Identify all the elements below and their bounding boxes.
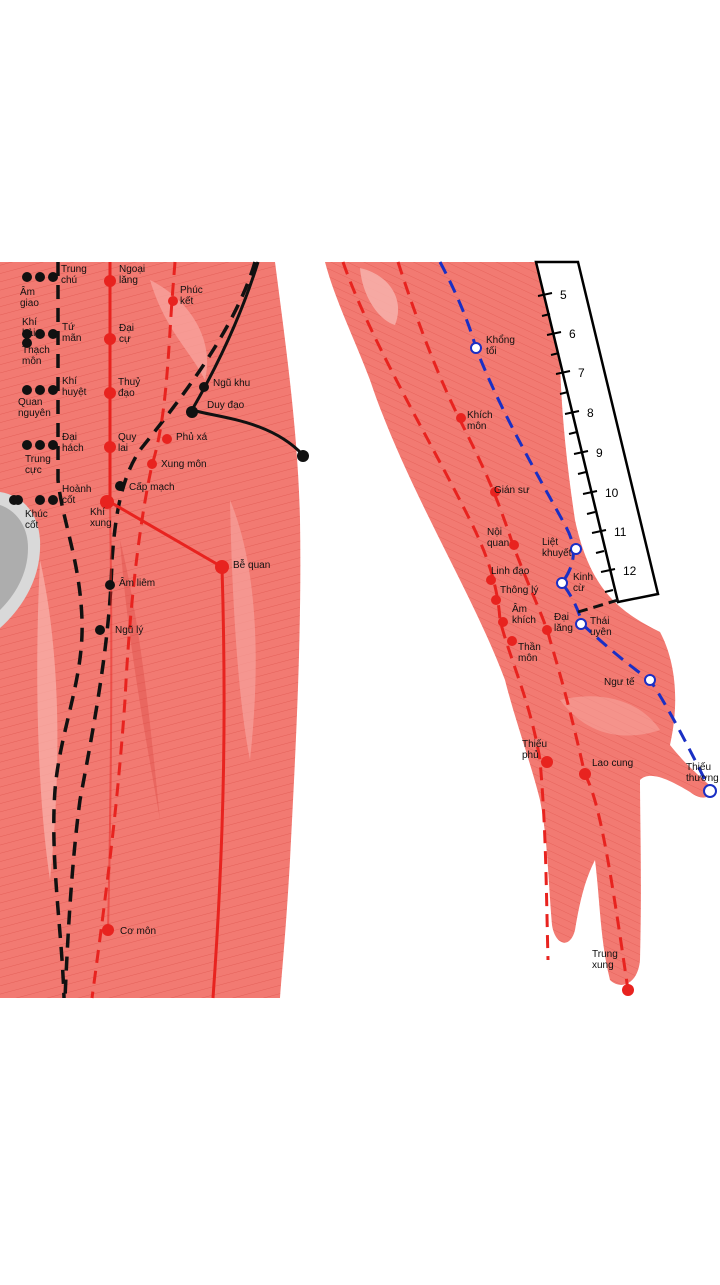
acupoint-label: Âm liêm (119, 576, 155, 589)
acupoint-xung-mon (147, 459, 157, 469)
acupoint-label: Thông lý (500, 585, 538, 596)
ruler-minor-tick (578, 472, 586, 474)
acupoint-quan-nguyen (35, 385, 45, 395)
acupoint-thieu-thuong (704, 785, 716, 797)
ruler-tick-label: 6 (569, 327, 576, 341)
acupoint-dot (22, 440, 32, 450)
ruler-tick-label: 11 (614, 525, 627, 539)
acupoint-trung-cuc (35, 440, 45, 450)
acupoint-noi-quan (509, 540, 519, 550)
ruler-minor-tick (587, 512, 595, 514)
acupoint-dot (22, 272, 32, 282)
acupoint-label: Thầnmôn (518, 641, 541, 664)
ruler-tick-label: 5 (560, 288, 567, 302)
acupoint-kinh-cu (557, 578, 567, 588)
acupoint-label: Phủ xá (176, 431, 208, 443)
acupoint-thuy-dao (104, 387, 116, 399)
acupoint-am-giao (35, 272, 45, 282)
acupoint-be-quan (215, 560, 229, 574)
acupoint-khi-huyet (48, 385, 58, 395)
acupoint-cap-mach (115, 481, 125, 491)
acupoint-tu-man (48, 329, 58, 339)
ruler-minor-tick (596, 551, 604, 553)
acupoint-label: Thiếuthương (686, 761, 719, 784)
acupoint-label: Ngũ lý (115, 625, 143, 636)
acupoint-hoanh-cot (48, 495, 58, 505)
acupoint-dot (22, 385, 32, 395)
acupoint-liet-khuyet (571, 544, 581, 554)
acupoint-label: Cơ môn (120, 926, 156, 937)
acupoint-label: Lao cung (592, 758, 633, 769)
acupoint-dot (297, 450, 309, 462)
acupoint-trung-xung (622, 984, 634, 996)
acupoint-dot (13, 495, 23, 505)
acupoint-phuc-ket (168, 296, 178, 306)
acupoint-dai-cu (104, 333, 116, 345)
acupoint-ngoai-lang (104, 275, 116, 287)
acupoint-khuc-cot (35, 495, 45, 505)
acupoint-label: Ngư tế (604, 676, 635, 688)
ruler-tick-label: 9 (596, 446, 603, 460)
acupoint-ngu-khu (199, 382, 209, 392)
ruler-tick-label: 8 (587, 406, 594, 420)
acupoint-ngu-ly (95, 625, 105, 635)
acupoint-label: Gián sư (494, 485, 530, 496)
acupoint-label: Cấp mạch (129, 481, 175, 493)
acupoint-khi-hai (35, 329, 45, 339)
acupoint-am-liem (105, 580, 115, 590)
acupoint-duy-dao (186, 406, 198, 418)
acupoint-label: Khíhải (22, 317, 37, 339)
leg-illustration (0, 262, 300, 998)
acupoint-dai-hach (48, 440, 58, 450)
acupoint-phu-xa (162, 434, 172, 444)
acupoint-thai-uyen (576, 619, 586, 629)
ruler-tick-label: 7 (578, 366, 585, 380)
acupoint-co-mon (102, 924, 114, 936)
acupoint-than-mon (507, 636, 517, 646)
ruler-minor-tick (569, 432, 577, 434)
acupoint-khong-toi (471, 343, 481, 353)
acupoint-label: Ngũ khu (213, 378, 250, 389)
acupoint-thieu-phu (541, 756, 553, 768)
acupoint-thong-ly (491, 595, 501, 605)
acupoint-label: Duy đạo (207, 400, 245, 411)
acupoint-khich-mon (456, 413, 466, 423)
acupoint-label: Tháiuyên (590, 616, 612, 638)
ruler-tick-label: 12 (623, 564, 637, 578)
acupoint-lao-cung (579, 768, 591, 780)
acupoint-label: Xung môn (161, 459, 207, 470)
ruler-tick-label: 10 (605, 486, 619, 500)
acupoint-am-khich (498, 617, 508, 627)
acupoint-trung-chu (48, 272, 58, 282)
acupoint-label: Bễ quan (233, 558, 270, 571)
acupoint-label: Linh đạo (491, 566, 530, 577)
acupoint-ngu-te (645, 675, 655, 685)
acupoint-dai-lang (542, 625, 552, 635)
ruler-minor-tick (605, 590, 613, 592)
acupoint-quy-lai (104, 441, 116, 453)
